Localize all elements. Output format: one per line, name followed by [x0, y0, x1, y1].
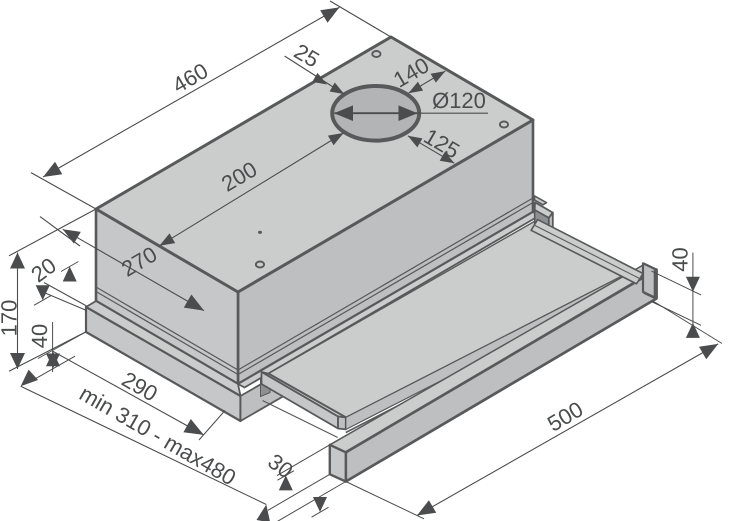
svg-text:30: 30 [263, 449, 298, 484]
svg-text:40: 40 [27, 324, 52, 348]
svg-text:460: 460 [168, 58, 212, 98]
svg-text:25: 25 [290, 39, 324, 73]
svg-text:Ø120: Ø120 [432, 88, 486, 113]
svg-text:20: 20 [26, 253, 61, 288]
svg-text:40: 40 [668, 247, 693, 271]
svg-text:170: 170 [0, 300, 22, 337]
svg-text:500: 500 [543, 396, 587, 436]
